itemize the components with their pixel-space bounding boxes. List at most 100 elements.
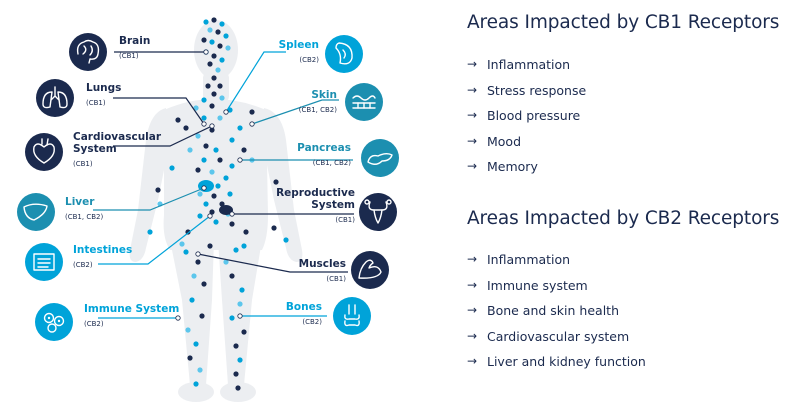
cb1-title: Areas Impacted by CB1 Receptors [467,12,780,33]
receptor-dot [233,371,239,377]
receptor-dot [237,301,243,307]
organ-callout-muscles: Muscles(CB1) [299,251,389,289]
immune-cells-icon [43,312,65,333]
receptor-dot [203,143,209,149]
list-item: →Mood [467,129,797,155]
organ-callout-bones: Bones(CB2) [286,297,371,335]
receptor-dot [201,97,207,103]
receptor-dot [207,243,213,249]
receptor-dot [207,27,213,33]
receptor-dot [233,247,239,253]
receptor-dot [227,191,233,197]
organ-receptors: (CB2) [302,318,322,326]
organ-icon-circle [351,251,389,289]
receptor-dot [219,201,225,207]
connector-end [249,121,255,127]
organ-name: Muscles [299,258,346,270]
receptor-dot [237,125,243,131]
receptor-dot [211,193,217,199]
arrow-right-icon: → [467,159,478,174]
receptor-dot [229,315,235,321]
organ-name: Liver [65,196,95,208]
receptor-dot [185,327,191,333]
organ-name: Cardiovascular [73,131,162,143]
receptor-dot [219,57,225,63]
organ-receptors: (CB1) [73,160,93,168]
organ-name-line2: System [311,199,355,211]
organ-callout-lungs: Lungs(CB1) [36,79,121,117]
organ-icon-circle [361,139,399,177]
organ-receptors: (CB1, CB2) [313,159,351,167]
liver-cluster [198,180,214,192]
organ-receptors: (CB2) [84,320,104,328]
receptor-dot [205,83,211,89]
receptor-dot [197,367,203,373]
arrow-right-icon: → [467,252,478,266]
receptor-dot [219,21,225,27]
organ-icon-circle [25,243,63,281]
receptor-dot [229,221,235,227]
receptor-dot [211,91,217,97]
receptor-dot [241,243,247,249]
organ-callout-spleen: Spleen(CB2) [279,35,363,73]
receptor-dot [193,381,199,387]
connector-end [175,315,181,321]
receptor-dot [229,137,235,143]
receptor-dot [187,147,193,153]
organ-name: Intestines [73,244,132,256]
organ-receptors: (CB2) [73,261,93,269]
connector-end [237,157,243,163]
receptor-dot [209,103,215,109]
organ-receptors: (CB1, CB2) [65,213,103,221]
receptor-dot [271,225,277,231]
organ-name: Lungs [86,82,121,94]
connector-end [229,211,235,217]
organ-callout-brain: Brain(CB1) [69,33,150,71]
organ-callout-immune-system: Immune System(CB2) [35,303,179,341]
receptor-dot [223,175,229,181]
receptor-dot [175,117,181,123]
receptor-dot [147,229,153,235]
organ-receptors: (CB1) [119,52,139,60]
connector-line [113,97,205,125]
connector-end [237,313,243,319]
receptor-dot [195,167,201,173]
organ-icon-circle [359,193,397,231]
receptor-dot [209,169,215,175]
organ-callout-pancreas: Pancreas(CB1, CB2) [297,139,399,177]
organ-callouts: Brain(CB1)Lungs(CB1)CardiovascularSystem… [17,33,399,341]
arrow-right-icon: → [467,354,478,369]
organ-name: Skin [311,89,337,101]
receptor-dot [217,115,223,121]
organ-receptors: (CB1, CB2) [299,106,337,114]
receptor-dot [193,105,199,111]
liver-icon [23,203,48,221]
receptor-dot [201,115,207,121]
arrow-right-icon: → [467,57,478,71]
receptor-dot [191,273,197,279]
reproductive-icon [364,199,392,224]
receptor-dot [197,213,203,219]
receptor-dot [217,43,223,49]
connector-end [207,213,213,219]
receptor-dot [213,219,219,225]
organ-icon-circle [325,35,363,73]
organ-icon-circle [17,193,55,231]
organ-receptors: (CB2) [299,56,319,64]
pancreas-icon [367,153,393,165]
receptor-dot [189,297,195,303]
receptor-dot [241,329,247,335]
list-item: →Inflammation [467,247,797,273]
receptor-dot [233,343,239,349]
receptor-dots [147,17,289,391]
cb2-list: →Inflammation →Immune system →Bone and s… [467,247,797,375]
receptor-dot [183,125,189,131]
brain-icon [76,39,100,64]
receptor-dot [223,259,229,265]
skin-icon [352,95,376,109]
connector-end [203,49,209,55]
spleen-icon [335,42,353,65]
receptor-dot [197,191,203,197]
cb2-title: Areas Impacted by CB2 Receptors [467,208,780,229]
arrow-right-icon: → [467,277,478,292]
